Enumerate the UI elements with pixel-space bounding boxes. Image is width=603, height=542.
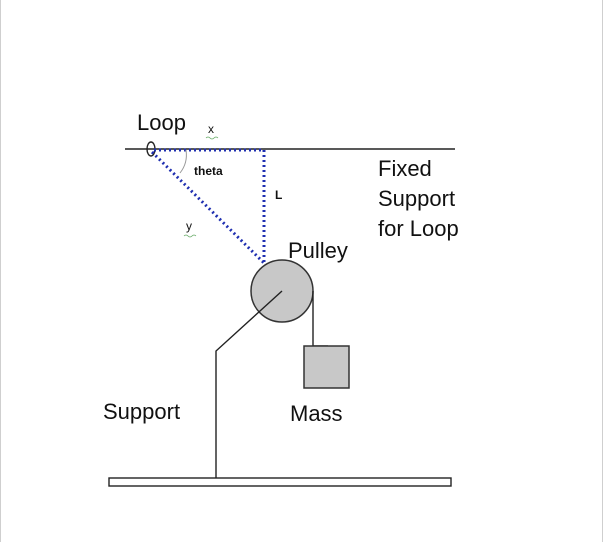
mass-label: Mass [290,401,343,426]
y-dotted-line [150,150,266,265]
x-label-squiggle [205,136,219,140]
mass-block [303,345,350,389]
support-rod [215,290,283,478]
x-label: x [208,122,214,136]
theta-label: theta [194,164,223,178]
theta-angle-arc [179,149,187,174]
fixed-support-label-3: for Loop [378,216,459,241]
pulley-label: Pulley [288,238,348,263]
y-label: y [186,219,192,233]
left-frame-edge [0,0,1,542]
loop-label: Loop [137,110,186,135]
fixed-support-label-2: Support [378,186,455,211]
y-label-squiggle [183,234,197,238]
l-label: L [275,188,282,202]
ground-base [108,477,452,487]
fixed-support-label-1: Fixed [378,156,432,181]
support-label: Support [103,399,180,424]
